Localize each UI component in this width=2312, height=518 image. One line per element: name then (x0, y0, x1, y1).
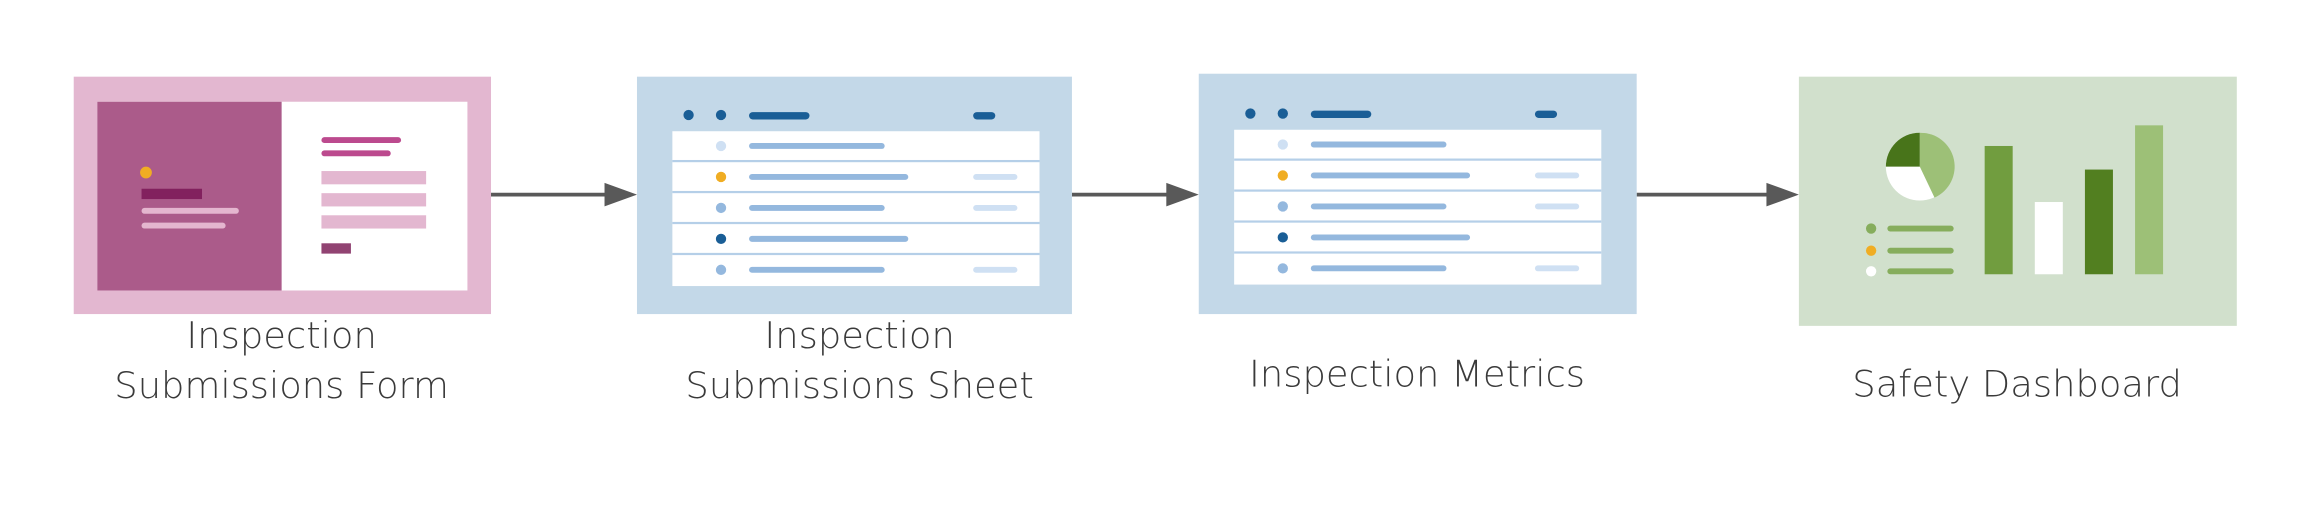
sheet-row-icon (672, 221, 1040, 245)
sheet-row-icon (1234, 220, 1602, 243)
bar-chart-icon (1984, 125, 2164, 275)
pie-chart-icon (1885, 132, 1955, 201)
node-inspection-metrics: Inspection Metrics (1198, 73, 1637, 395)
sheet-row-icon (672, 252, 1040, 275)
node-submissions-form: Inspection Submissions Form (73, 76, 492, 407)
sheet-row-icon (1277, 139, 1447, 150)
edge-sheet-to-metrics (1071, 182, 1199, 207)
node-label: Submissions Sheet (685, 364, 1033, 407)
edge-metrics-to-dashboard (1636, 182, 1799, 207)
edge-form-to-sheet (491, 182, 637, 207)
legend-icon (1865, 223, 1954, 277)
arrowhead-icon (1166, 182, 1199, 207)
sheet-row-icon (672, 159, 1040, 183)
node-label: Inspection (764, 314, 954, 357)
sheet-header-icon (1245, 108, 1558, 119)
sheet-row-icon (672, 190, 1040, 214)
sheet-row-icon (715, 140, 885, 152)
form-illustration-icon (97, 101, 468, 291)
node-label: Submissions Form (114, 364, 449, 407)
sheet-row-icon (1234, 189, 1602, 212)
node-safety-dashboard: Safety Dashboard (1798, 76, 2237, 406)
sheet-row-icon (1234, 158, 1602, 181)
node-submissions-sheet: Inspection Submissions Sheet (636, 76, 1072, 407)
arrowhead-icon (1766, 182, 1799, 207)
sheet-header-icon (683, 109, 996, 121)
sheet-row-icon (1234, 251, 1602, 274)
arrowhead-icon (604, 182, 637, 207)
node-label: Safety Dashboard (1852, 363, 2182, 406)
node-label: Inspection Metrics (1249, 352, 1585, 395)
node-label: Inspection (186, 314, 376, 357)
